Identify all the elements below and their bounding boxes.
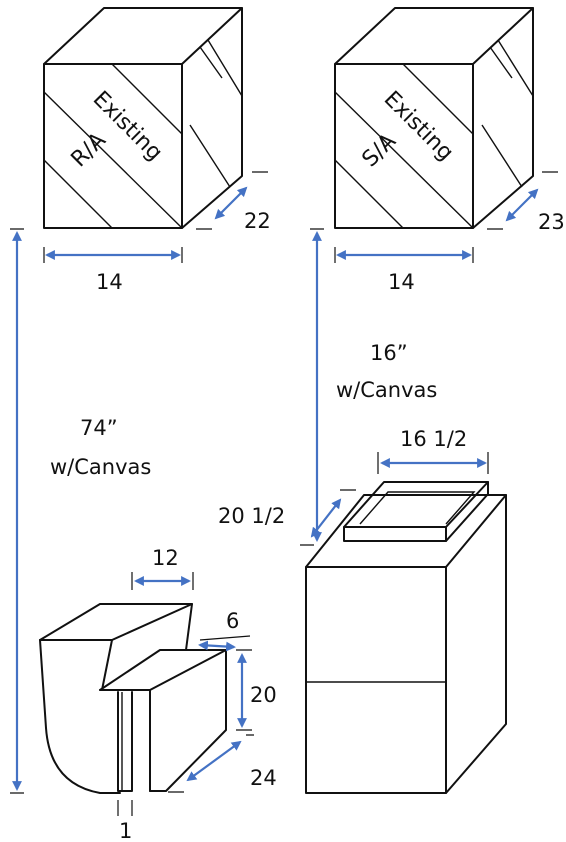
- supply-width-label: 16 1/2: [400, 427, 467, 451]
- ra-drop-canvas-label: w/Canvas: [50, 455, 151, 479]
- sa-width-label: 14: [388, 270, 415, 294]
- return-top-label: 6: [226, 609, 239, 633]
- sa-drop-ticks: [300, 228, 324, 546]
- return-depth-arrow: [186, 740, 242, 782]
- existing-ra-box: [43, 7, 268, 263]
- sa-drop-canvas-label: w/Canvas: [336, 378, 437, 402]
- ra-box-ra-label: R/A: [67, 128, 111, 172]
- return-depth-label: 24: [250, 766, 277, 790]
- supply-depth-arrow: [310, 498, 342, 538]
- return-height-label: 20: [250, 683, 277, 707]
- ra-depth-label: 22: [244, 209, 271, 233]
- sa-depth-label: 23: [538, 210, 565, 234]
- return-width-label: 12: [152, 546, 179, 570]
- ra-width-label: 14: [96, 270, 123, 294]
- ra-drop-ticks: [10, 228, 24, 794]
- supply-depth-label: 20 1/2: [218, 504, 285, 528]
- return-top-arrow: [198, 640, 236, 652]
- existing-sa-box: [334, 7, 558, 263]
- supply-plenum: [305, 452, 507, 794]
- return-plenum: [39, 572, 254, 816]
- ra-drop-length-label: 74”: [80, 416, 118, 440]
- return-slot-label: 1: [119, 819, 132, 842]
- sa-drop-length-label: 16”: [370, 341, 408, 365]
- sa-box-sa-label: S/A: [358, 129, 401, 172]
- ra-depth-arrow: [214, 186, 248, 220]
- sa-depth-arrow: [505, 188, 539, 222]
